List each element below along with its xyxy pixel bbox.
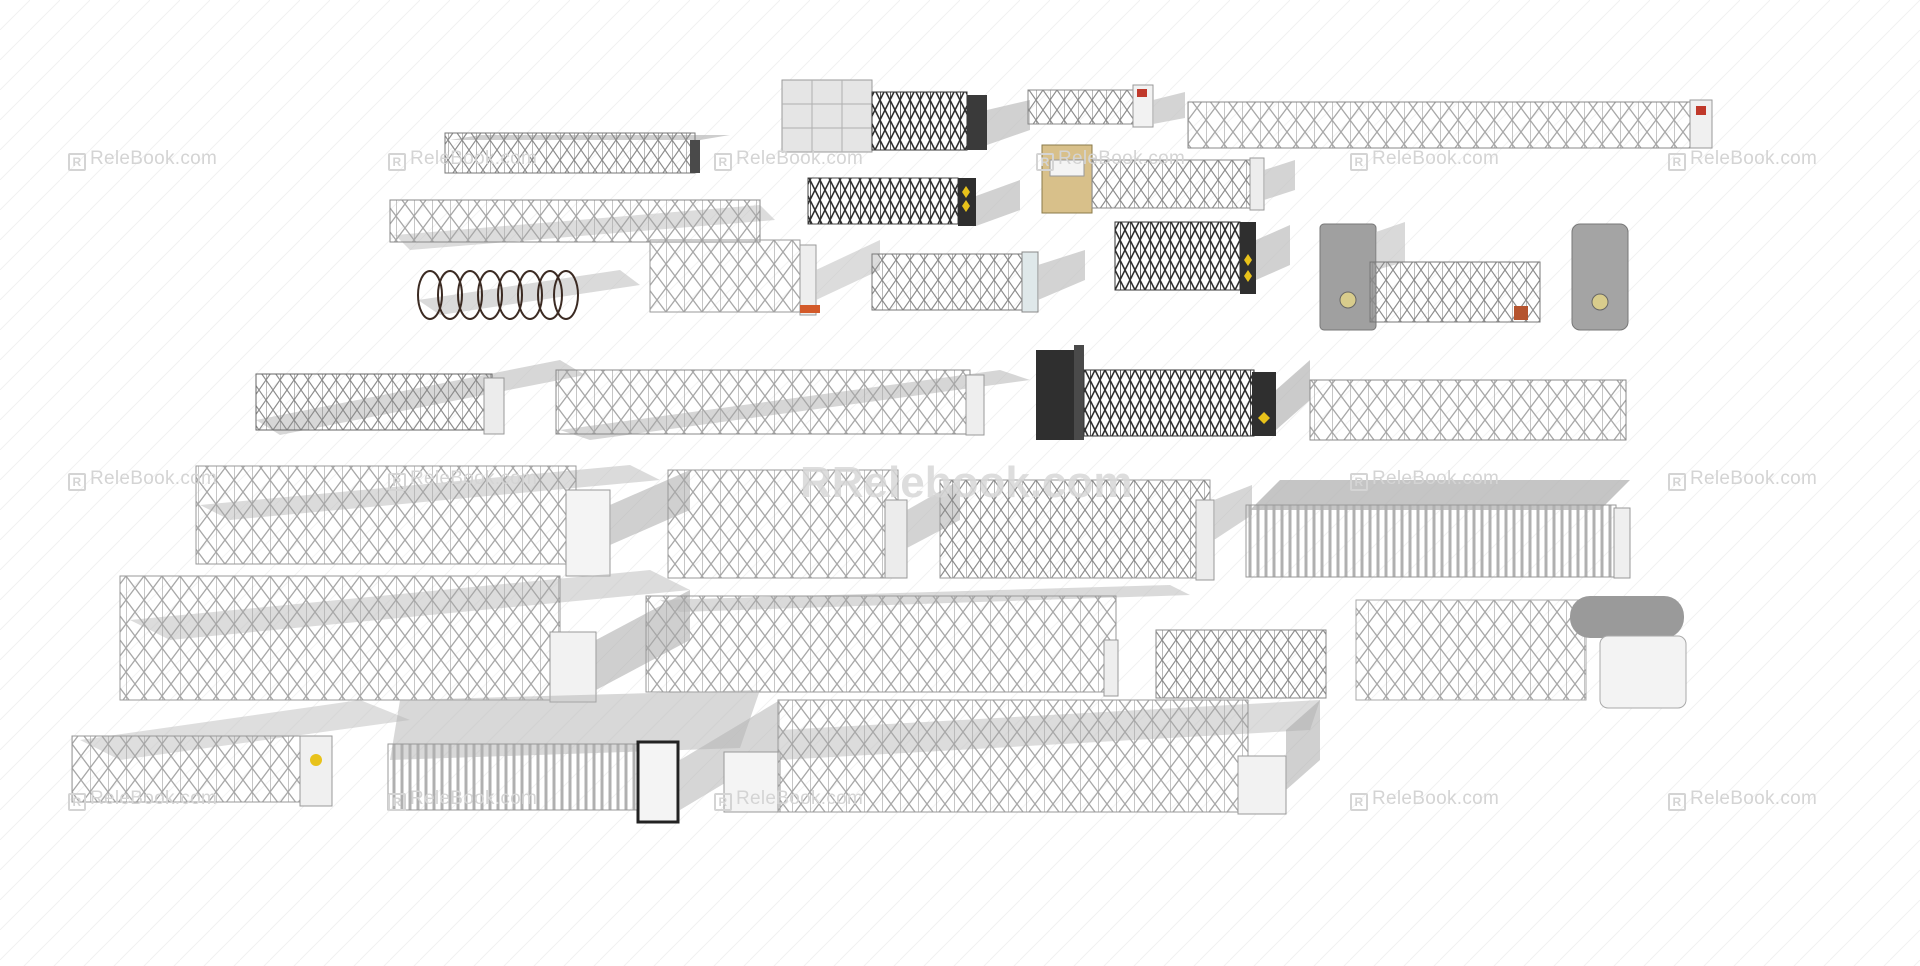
watermark-text: ReleBook.com [736, 148, 864, 169]
watermark-text: ReleBook.com [90, 788, 218, 809]
relebook-logo-icon: R [1350, 153, 1368, 171]
gate-row-4 [255, 345, 1627, 441]
watermark-text: ReleBook.com [736, 788, 864, 809]
relebook-logo-icon: R [388, 153, 406, 171]
watermark-text: ReleBook.com [1058, 148, 1186, 169]
watermark-text: ReleBook.com [1690, 468, 1818, 489]
gate-row-2 [389, 144, 1295, 250]
watermark-text: ReleBook.com [1372, 788, 1500, 809]
watermark-text: ReleBook.com [90, 148, 218, 169]
gate-row-7 [71, 690, 1320, 824]
relebook-logo-icon: R [1036, 153, 1054, 171]
watermark-text: ReleBook.com [410, 788, 538, 809]
relebook-logo-icon: R [388, 473, 406, 491]
watermark-text: ReleBook.com [1690, 788, 1818, 809]
gate-row-6 [119, 570, 1687, 709]
relebook-logo-icon: R [1350, 793, 1368, 811]
watermark-text: ReleBook.com [90, 468, 218, 489]
watermark-text: ReleBook.com [410, 468, 538, 489]
relebook-logo-icon: R [1350, 473, 1368, 491]
watermark-center-text: RRelebook.com [800, 458, 1133, 507]
relebook-logo-icon: R [714, 153, 732, 171]
relebook-logo-icon: R [68, 153, 86, 171]
relebook-logo-icon: R [68, 473, 86, 491]
relebook-logo-icon: R [1668, 473, 1686, 491]
relebook-logo-icon: R [1668, 153, 1686, 171]
watermark-text: ReleBook.com [1372, 148, 1500, 169]
relebook-logo-icon: R [388, 793, 406, 811]
watermark-text: ReleBook.com [1690, 148, 1818, 169]
gate-row-3 [417, 221, 1629, 331]
watermark-text: ReleBook.com [410, 148, 538, 169]
watermark-center: RRelebook.com [800, 458, 1133, 508]
watermark-text: ReleBook.com [1372, 468, 1500, 489]
gate-row-1 [444, 79, 1713, 174]
relebook-logo-icon: R [714, 793, 732, 811]
relebook-logo-icon: R [1668, 793, 1686, 811]
relebook-logo-icon: R [68, 793, 86, 811]
